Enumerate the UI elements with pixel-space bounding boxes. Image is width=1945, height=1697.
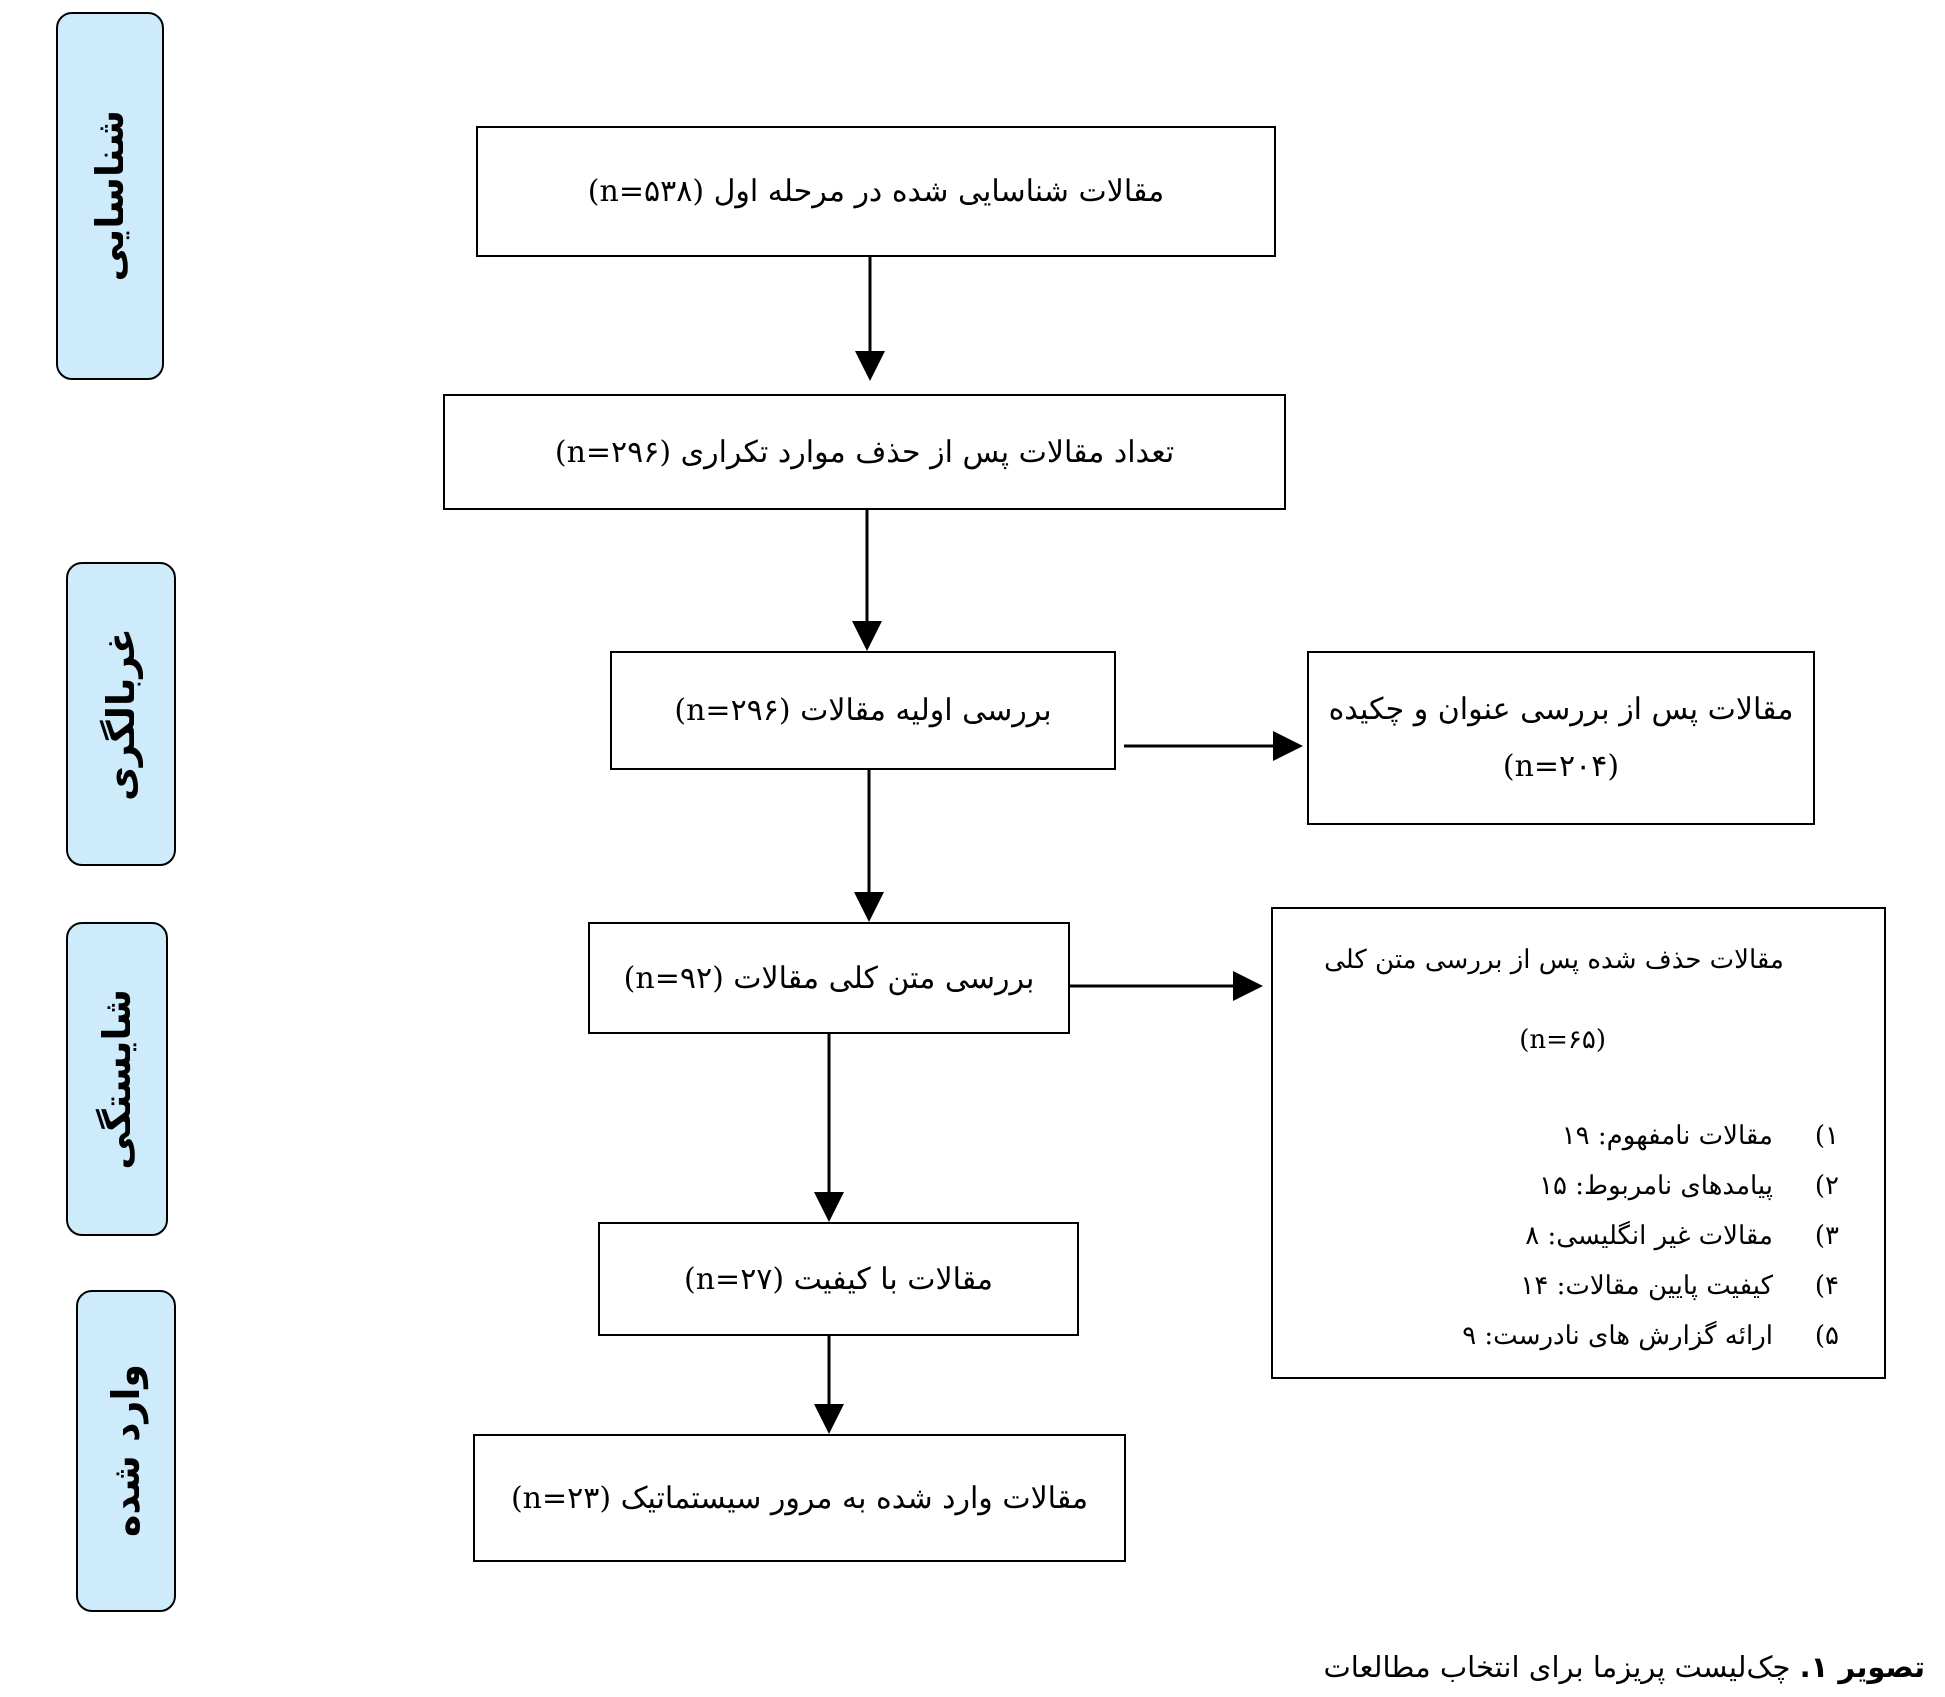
included-text: مقالات وارد شده به مرور سیستماتیک (n=۲۳) <box>510 1480 1089 1516</box>
exclusion-reason: ۴) کیفیت پایین مقالات: ۱۴ <box>1462 1261 1839 1311</box>
exclusion-reason-text: ارائه گزارش های نادرست: ۹ <box>1462 1321 1773 1351</box>
initial-review-box: بررسی اولیه مقالات (n=۲۹۶) <box>610 651 1116 770</box>
excluded-title-abstract-line1: مقالات پس از بررسی عنوان و چکیده <box>1328 692 1794 727</box>
after-duplicates-text: تعداد مقالات پس از حذف موارد تکراری (n=۲… <box>554 434 1175 470</box>
exclusion-reason: ۵) ارائه گزارش های نادرست: ۹ <box>1462 1311 1839 1361</box>
exclusion-reason: ۱) مقالات نامفهوم: ۱۹ <box>1462 1111 1839 1161</box>
exclusion-reason-text: پیامدهای نامربوط: ۱۵ <box>1539 1171 1773 1201</box>
excluded-full-text-count: (n=۶۵) <box>1519 1025 1606 1055</box>
exclusion-reason-text: مقالات غیر انگلیسی: ۸ <box>1525 1221 1773 1251</box>
initial-review-text: بررسی اولیه مقالات (n=۲۹۶) <box>674 693 1052 728</box>
excluded-full-text-header: مقالات حذف شده پس از بررسی متن کلی <box>1324 945 1784 975</box>
full-text-review-box: بررسی متن کلی مقالات (n=۹۲) <box>588 922 1070 1034</box>
stage-eligibility: شایستگی <box>66 922 168 1236</box>
identified-box: مقالات شناسایی شده در مرحله اول (n=۵۳۸) <box>476 126 1276 257</box>
exclusion-reason-number: ۳) <box>1814 1221 1839 1251</box>
figure-caption: تصویر ۱. چک‌لیست پریزما برای انتخاب مطال… <box>1323 1650 1925 1684</box>
exclusion-reason-number: ۱) <box>1814 1121 1839 1151</box>
stage-screening: غربالگری <box>66 562 176 866</box>
figure-caption-text: چک‌لیست پریزما برای انتخاب مطالعات <box>1323 1650 1791 1684</box>
excluded-full-text-box: مقالات حذف شده پس از بررسی متن کلی (n=۶۵… <box>1271 907 1886 1379</box>
stage-identification: شناسایی <box>56 12 164 380</box>
figure-caption-label: تصویر ۱. <box>1799 1650 1925 1684</box>
exclusion-reasons-list: ۱) مقالات نامفهوم: ۱۹ ۲) پیامدهای نامربو… <box>1462 1111 1839 1361</box>
identified-text: مقالات شناسایی شده در مرحله اول (n=۵۳۸) <box>587 174 1165 209</box>
exclusion-reason-number: ۴) <box>1814 1271 1839 1301</box>
excluded-title-abstract-box: مقالات پس از بررسی عنوان و چکیده (n=۲۰۴) <box>1307 651 1815 825</box>
exclusion-reason: ۳) مقالات غیر انگلیسی: ۸ <box>1462 1211 1839 1261</box>
quality-box: مقالات با کیفیت (n=۲۷) <box>598 1222 1079 1336</box>
exclusion-reason-text: کیفیت پایین مقالات: ۱۴ <box>1520 1271 1773 1301</box>
after-duplicates-box: تعداد مقالات پس از حذف موارد تکراری (n=۲… <box>443 394 1286 510</box>
exclusion-reason: ۲) پیامدهای نامربوط: ۱۵ <box>1462 1161 1839 1211</box>
exclusion-reason-number: ۵) <box>1814 1321 1839 1351</box>
exclusion-reason-number: ۲) <box>1814 1171 1839 1201</box>
quality-text: مقالات با کیفیت (n=۲۷) <box>684 1261 993 1297</box>
full-text-review-text: بررسی متن کلی مقالات (n=۹۲) <box>623 960 1035 996</box>
stage-included: وارد شده <box>76 1290 176 1612</box>
excluded-title-abstract-line2: (n=۲۰۴) <box>1502 749 1620 784</box>
exclusion-reason-text: مقالات نامفهوم: ۱۹ <box>1561 1121 1773 1151</box>
included-box: مقالات وارد شده به مرور سیستماتیک (n=۲۳) <box>473 1434 1126 1562</box>
